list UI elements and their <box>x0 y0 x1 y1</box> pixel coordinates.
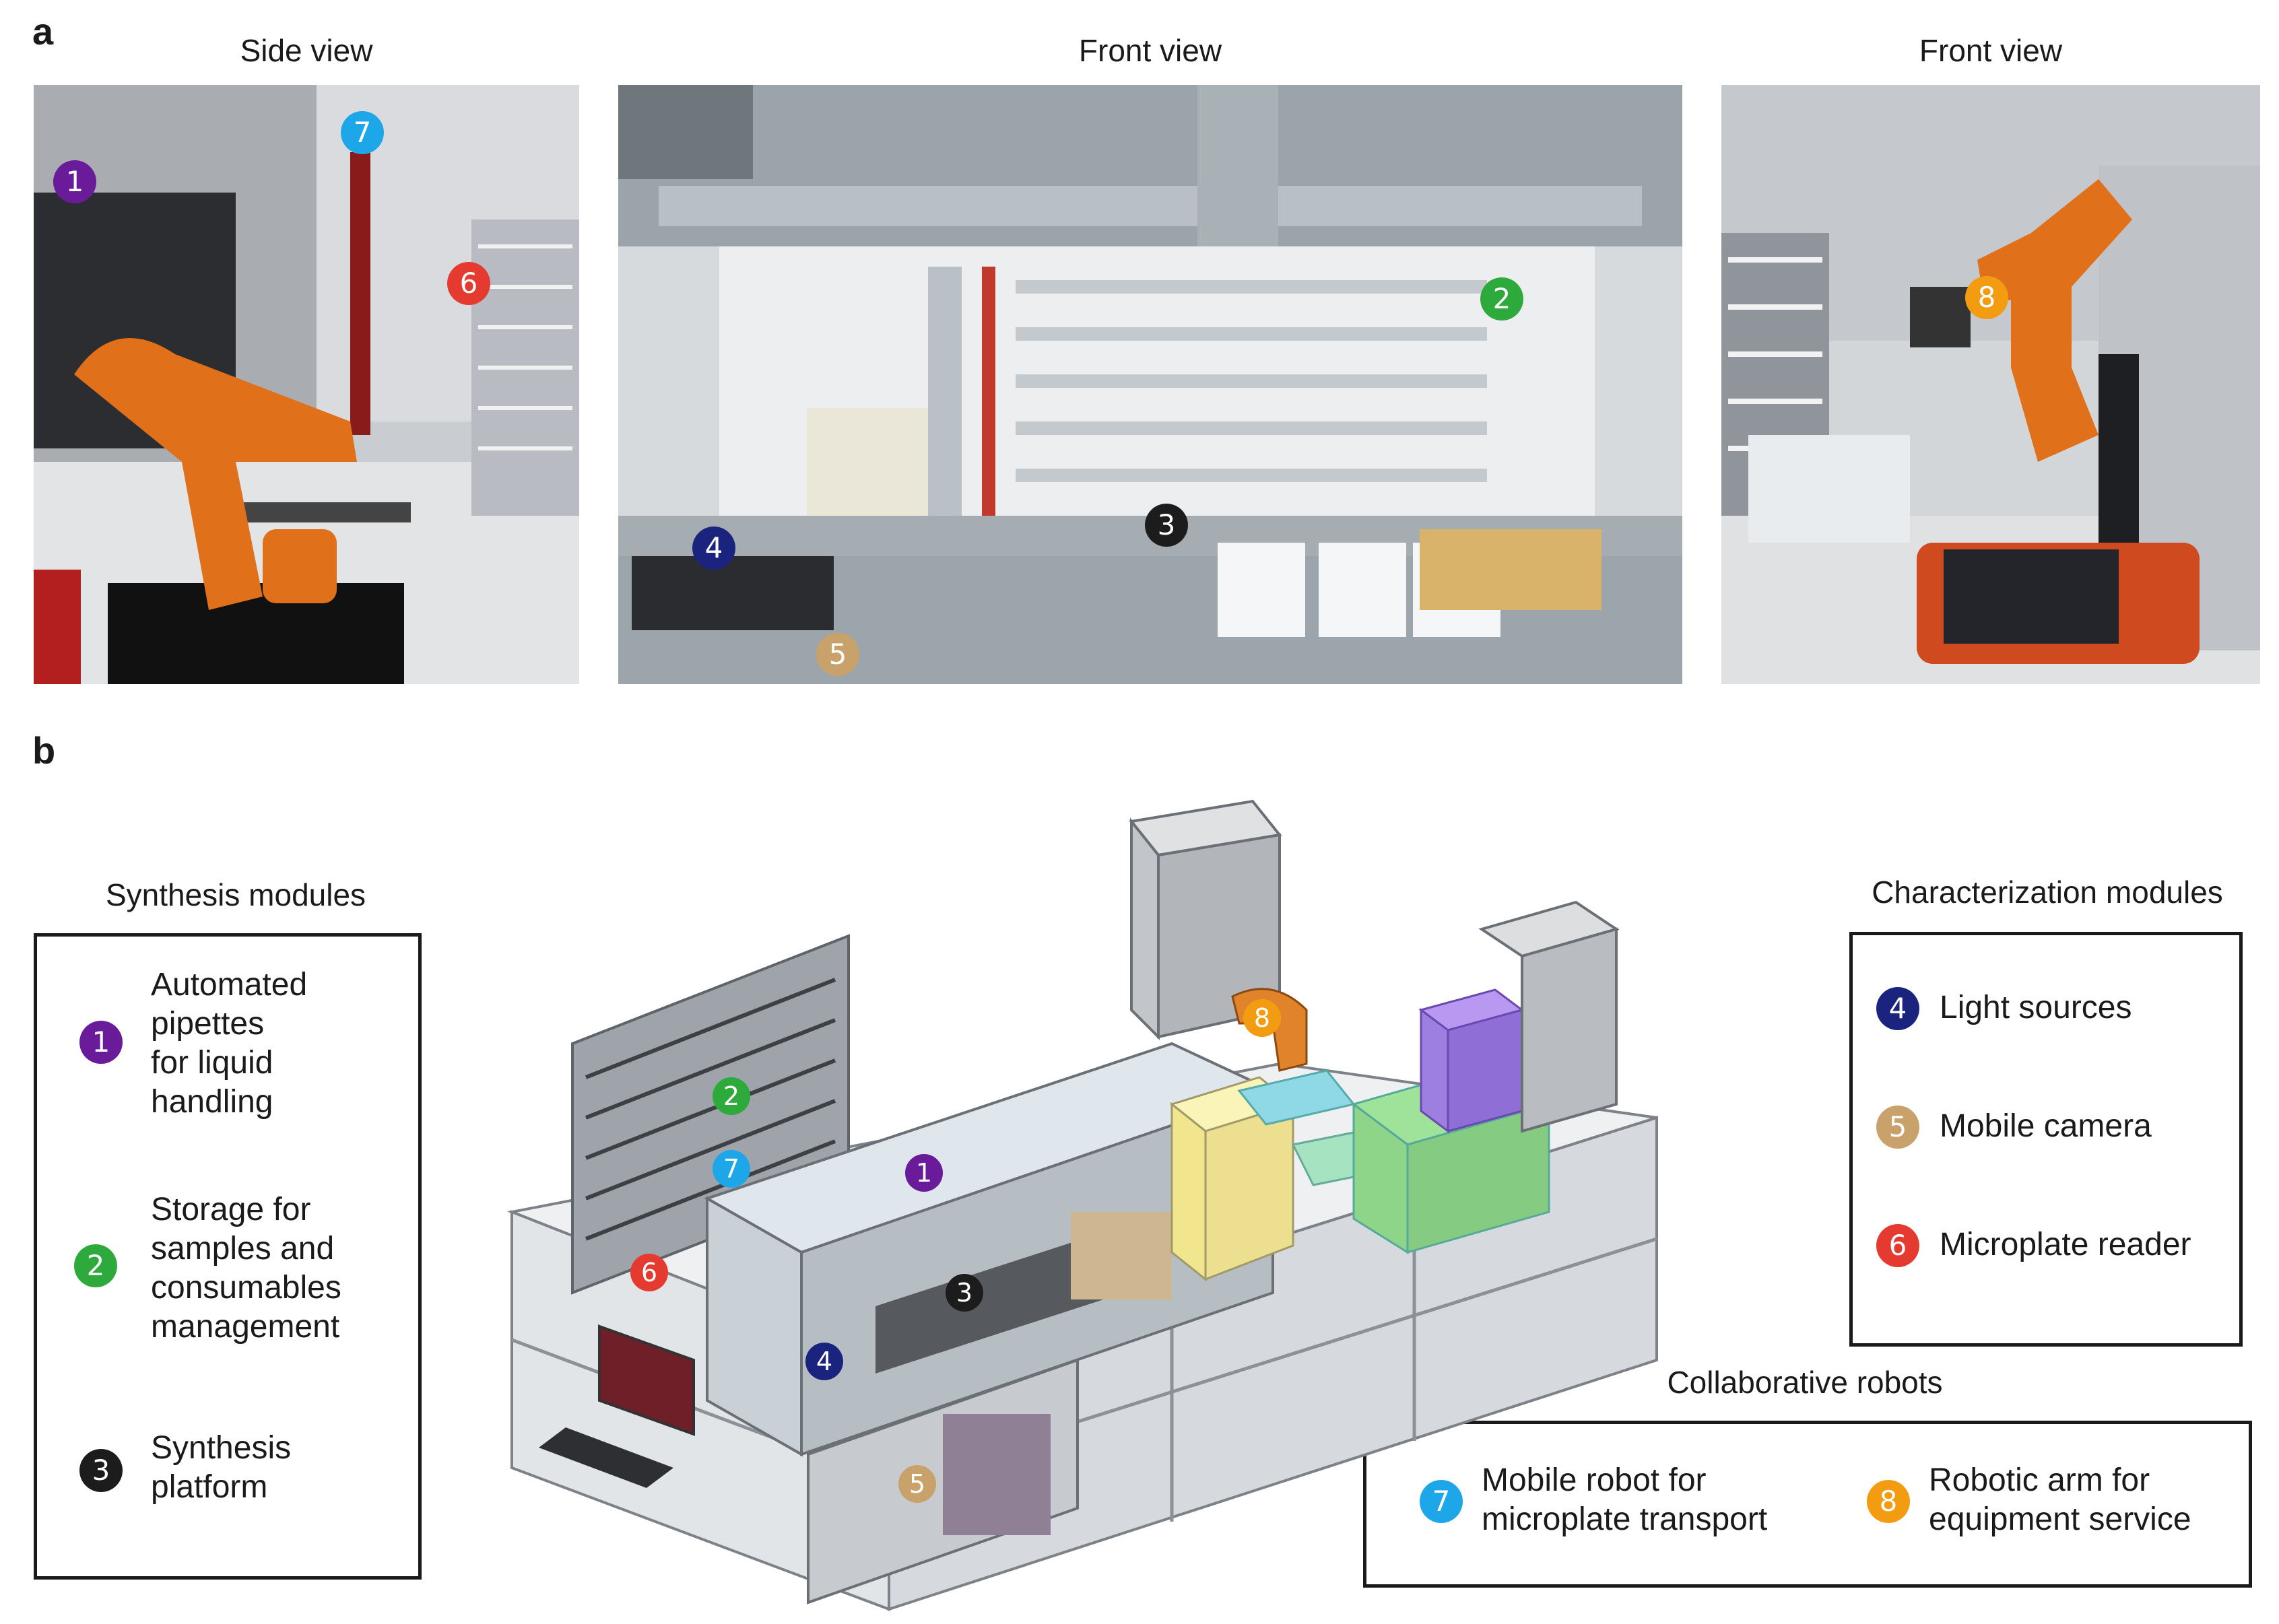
legend-label-robotic-arm: Robotic arm for equipment service <box>1929 1462 2191 1537</box>
marker-8-photo: 8 <box>1965 276 2008 319</box>
legend-label-storage: Storage for samples and consumables mana… <box>151 1192 341 1345</box>
marker-3-photo: 3 <box>1145 504 1188 547</box>
front-view-photo <box>618 85 1682 684</box>
legend-marker-6: 6 <box>1876 1224 1919 1267</box>
schematic-marker-5: 5 <box>898 1465 936 1503</box>
legend-marker-8: 8 <box>1867 1480 1910 1523</box>
synthesis-modules-title: Synthesis modules <box>105 877 366 912</box>
marker-2-photo: 2 <box>1480 277 1523 320</box>
front-view-title-right: Front view <box>1919 33 2063 68</box>
legend-marker-1: 1 <box>79 1021 123 1064</box>
legend-label-mobile-camera: Mobile camera <box>1940 1108 2152 1144</box>
legend-marker-3: 3 <box>79 1449 123 1492</box>
legend-marker-2: 2 <box>74 1244 117 1287</box>
legend-label-microplate-reader: Microplate reader <box>1940 1227 2191 1262</box>
characterization-modules-title: Characterization modules <box>1872 875 2223 910</box>
marker-4-photo: 4 <box>692 527 735 570</box>
schematic-marker-4: 4 <box>805 1343 843 1380</box>
characterization-modules-box <box>1849 932 2243 1347</box>
robot-arm-photo <box>1721 85 2260 684</box>
legend-marker-5: 5 <box>1876 1106 1919 1149</box>
schematic-marker-2: 2 <box>713 1077 750 1115</box>
side-view-photo <box>34 85 579 684</box>
schematic-marker-3: 3 <box>946 1274 983 1312</box>
legend-marker-7: 7 <box>1420 1480 1463 1523</box>
marker-5-photo: 5 <box>816 633 859 676</box>
lab-schematic <box>498 754 1670 1616</box>
legend-label-synthesis-platform: Synthesis platform <box>151 1430 292 1505</box>
panel-b-letter: b <box>32 729 56 772</box>
legend-label-mobile-robot: Mobile robot for microplate transport <box>1482 1462 1768 1537</box>
schematic-marker-8: 8 <box>1243 999 1281 1037</box>
marker-6-photo: 6 <box>447 262 490 305</box>
schematic-marker-6: 6 <box>630 1254 668 1291</box>
synthesis-modules-box <box>34 933 422 1580</box>
marker-7-photo: 7 <box>341 111 384 154</box>
panel-a-letter: a <box>32 10 54 53</box>
collaborative-robots-title: Collaborative robots <box>1667 1365 1943 1400</box>
legend-marker-4: 4 <box>1876 987 1919 1030</box>
legend-label-light-sources: Light sources <box>1940 990 2132 1025</box>
side-view-title: Side view <box>240 33 373 68</box>
marker-1-photo: 1 <box>53 160 96 203</box>
schematic-marker-7: 7 <box>713 1150 750 1188</box>
legend-label-pipettes: Automated pipettes for liquid handling <box>151 967 308 1120</box>
schematic-marker-1: 1 <box>905 1154 943 1192</box>
collaborative-robots-box <box>1363 1421 2252 1588</box>
front-view-title-center: Front view <box>1078 33 1222 68</box>
